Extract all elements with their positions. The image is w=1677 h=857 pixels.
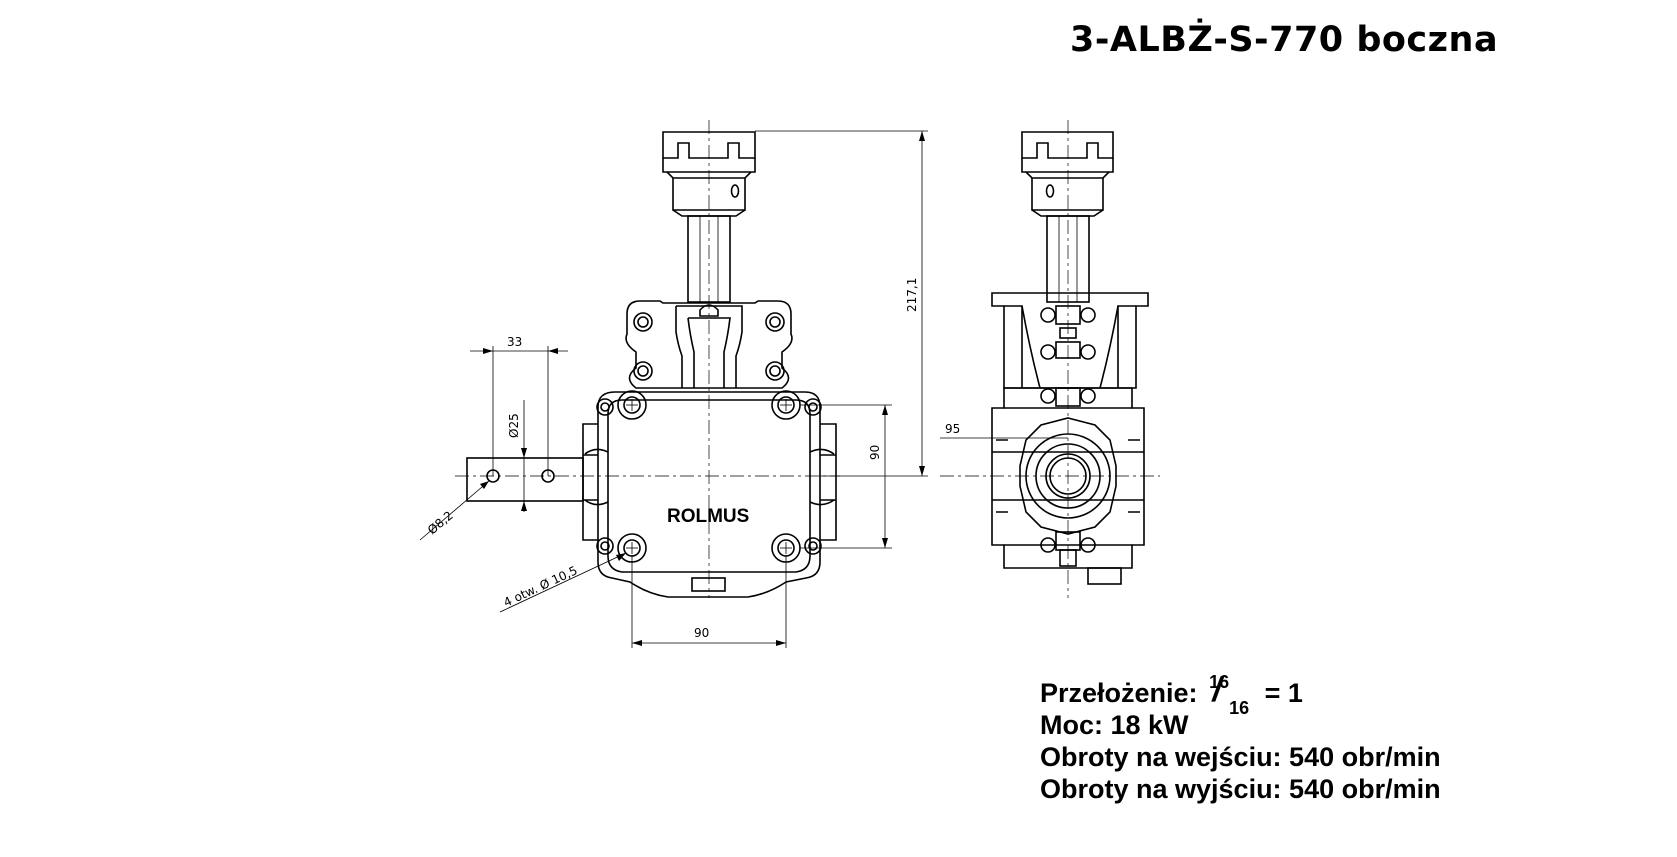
dim-bolt-horizontal: 90 bbox=[631, 555, 787, 648]
dim-pin-hole: Ø8,2 bbox=[419, 480, 490, 541]
svg-text:90: 90 bbox=[868, 445, 882, 460]
brand-label: ROLMUS bbox=[667, 506, 749, 527]
front-view: ROLMUS 217,1 90 90 bbox=[419, 120, 928, 648]
flange-bolts bbox=[633, 312, 785, 381]
ratio-numerator: 16 bbox=[1209, 672, 1230, 692]
drain-plug bbox=[691, 577, 726, 592]
svg-text:Ø8,2: Ø8,2 bbox=[425, 508, 456, 537]
side-flange bbox=[991, 292, 1149, 389]
dim-shaft-offset: 33 bbox=[470, 335, 568, 476]
dim-side-offset: 95 bbox=[940, 422, 1068, 439]
side-view: 95 bbox=[940, 120, 1160, 598]
dim-shaft-diameter: Ø25 bbox=[507, 400, 527, 512]
svg-text:Ø25: Ø25 bbox=[507, 413, 521, 438]
specs-block: Przełożenie: 16 / 16 = 1 Moc: 18 kW Obro… bbox=[1040, 671, 1441, 805]
front-output-shaft bbox=[466, 457, 584, 502]
ratio-denominator: 16 bbox=[1229, 698, 1250, 718]
side-coupling bbox=[1021, 131, 1114, 159]
dim-mount-holes: 4 otw. Ø 10,5 bbox=[499, 552, 627, 613]
ratio-result: = 1 bbox=[1264, 678, 1303, 708]
svg-text:217,1: 217,1 bbox=[905, 278, 919, 312]
coupling-pin-hole bbox=[730, 184, 740, 198]
input-speed-line: Obroty na wejściu: 540 obr/min bbox=[1040, 742, 1441, 772]
power-line: Moc: 18 kW bbox=[1040, 710, 1189, 740]
ratio-label: Przełożenie: bbox=[1040, 678, 1198, 708]
drawing-title: 3-ALBŻ-S-770 boczna bbox=[1070, 20, 1499, 60]
svg-text:90: 90 bbox=[694, 626, 709, 640]
svg-text:95: 95 bbox=[945, 422, 960, 436]
output-speed-line: Obroty na wyjściu: 540 obr/min bbox=[1040, 774, 1441, 804]
front-upper-flange bbox=[625, 300, 793, 389]
svg-text:4 otw. Ø 10,5: 4 otw. Ø 10,5 bbox=[501, 563, 579, 609]
dim-height-total: 217,1 bbox=[755, 130, 928, 477]
dim-bolt-vertical: 90 bbox=[800, 404, 892, 549]
ratio-line: Przełożenie: 16 / 16 = 1 bbox=[1040, 671, 1441, 718]
front-housing bbox=[597, 391, 821, 598]
svg-text:33: 33 bbox=[507, 335, 522, 349]
ratio-fraction: 16 / 16 bbox=[1205, 671, 1257, 718]
